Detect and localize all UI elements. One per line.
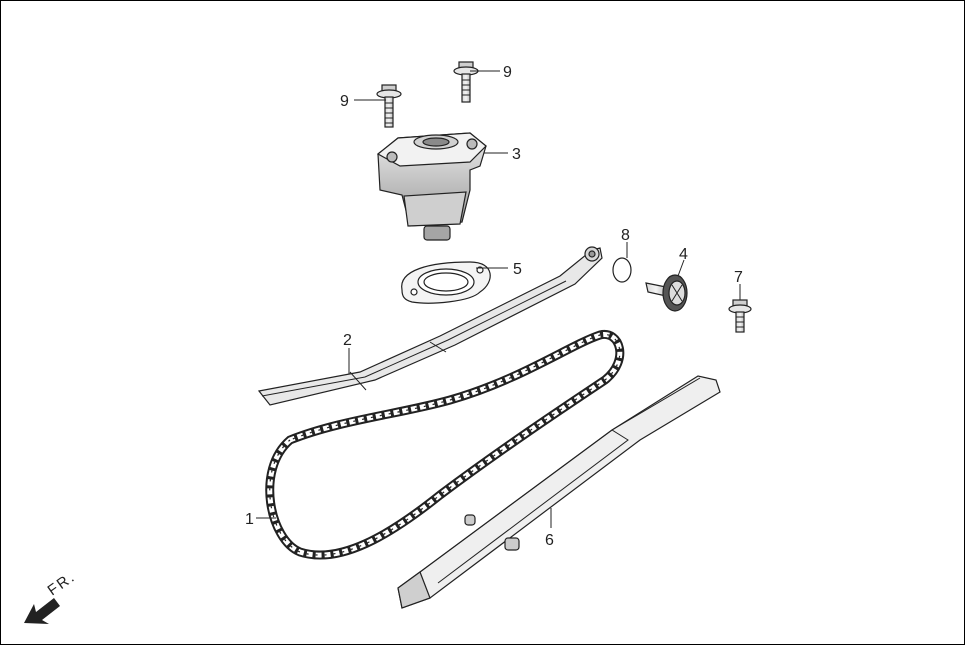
bolt-7: [728, 299, 752, 333]
callout-2: 2: [343, 332, 352, 349]
callout-9-right: 9: [503, 64, 512, 81]
bolt-9-right: [453, 61, 479, 103]
gasket-5: [401, 261, 491, 304]
chain-guide-6: [397, 375, 721, 609]
tensioner-arm-2: [257, 246, 603, 406]
front-direction-label: FR.: [45, 568, 79, 599]
bolt-9-left: [376, 84, 402, 128]
callout-1: 1: [245, 511, 254, 528]
callout-7: 7: [734, 269, 743, 286]
callout-3: 3: [512, 146, 521, 163]
cam-chain-1: [265, 330, 625, 560]
o-ring-8: [612, 257, 632, 283]
leader-lines: [256, 70, 741, 528]
front-direction-arrow-icon: [24, 598, 60, 624]
callout-6: 6: [545, 532, 554, 549]
callout-5: 5: [513, 261, 522, 278]
callout-9-left: 9: [340, 93, 349, 110]
callout-4: 4: [679, 246, 688, 263]
tensioner-bolt-4: [645, 274, 688, 312]
tensioner-body-3: [376, 132, 487, 241]
callout-8: 8: [621, 227, 630, 244]
